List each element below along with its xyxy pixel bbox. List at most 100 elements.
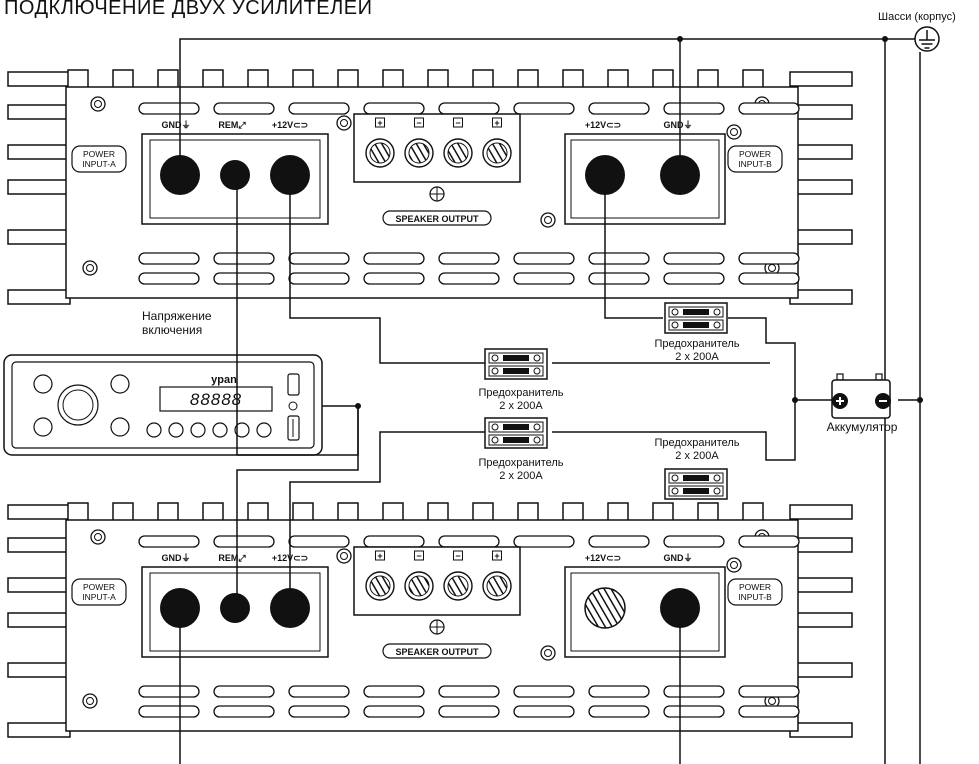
vent-slot [138,685,200,698]
rem-terminal [220,160,250,190]
heat-fin [789,229,853,245]
fuse-screw [533,423,541,431]
heat-fin [7,577,71,593]
speaker-output-label: SPEAKER OUTPUT [395,647,479,657]
power-input-b-tag [727,578,783,606]
vent-slot [213,102,275,115]
vent-slot [213,705,275,718]
fuse-link [503,368,529,374]
terminal-sign-box [453,117,463,128]
vent-slot [663,252,725,265]
vent-slot [513,272,575,285]
vent-slot [738,272,800,285]
heat-fin [789,71,853,87]
power-input-a-tag [71,145,127,173]
vent-slot [288,272,350,285]
screw-icon [544,216,552,224]
vent-slot [438,252,500,265]
fuse-rating: 2 х 200А [675,450,719,462]
head-unit-display [159,386,273,412]
screw-icon [730,561,738,569]
vent-slot [213,272,275,285]
page-title: ПОДКЛЮЧЕНИЕ ДВУХ УСИЛИТЕЛЕЙ [4,0,372,19]
power-input-b-tag-line2: INPUT-B [738,159,772,169]
vent-slot [663,705,725,718]
speaker-terminal-screw [486,575,508,597]
chassis-ground-icon: Шасси (корпус) [878,11,956,52]
vent-slot [213,252,275,265]
vent-slot [363,102,425,115]
vent-slot [588,705,650,718]
heat-fin [789,289,853,305]
vent-slot [663,102,725,115]
terminal-sign-box [375,117,385,128]
terminal-sign: − [455,118,460,128]
power-input-b-tag-line1: POWER [739,149,771,159]
rem-label: REM⤢ [218,553,245,563]
vent-slot [588,252,650,265]
power-input-b-inner [570,139,720,219]
screw-icon [86,264,94,272]
terminal-sign: + [494,118,499,128]
fuse-screw [671,321,679,329]
speaker-output-tag [382,210,492,226]
fuse-screw [671,308,679,316]
vent-slot [288,685,350,698]
vent-slot [663,272,725,285]
plus12v-label-b: +12V⊂⊃ [585,120,621,130]
heat-fin [7,612,71,628]
fuse-link [503,355,529,361]
vent-slot [363,705,425,718]
vent-slot [513,102,575,115]
heat-fin [789,144,853,160]
terminal-sign-box [375,550,385,561]
vent-slot [588,535,650,548]
power-input-b-tag [727,145,783,173]
vent-slot [138,102,200,115]
vent-slot [738,535,800,548]
vent-slot [438,102,500,115]
terminal-sign: + [377,551,382,561]
vent-slot [738,252,800,265]
vent-slot [513,535,575,548]
fuse-screw [713,308,721,316]
fuse-screw [713,321,721,329]
gnd-label-a: GND⏚ [162,553,191,563]
power-input-a-inner [149,572,321,652]
fuse-link [683,488,709,494]
speaker-output-tag [382,643,492,659]
vent-slot [438,685,500,698]
junction-dot [882,36,888,42]
fuse-screw [671,487,679,495]
vent-slot [588,685,650,698]
terminal-sign: + [377,118,382,128]
plus12v-label-a: +12V⊂⊃ [272,120,308,130]
plus12v-terminal [270,588,310,628]
speaker-terminal-screw [408,142,430,164]
terminal-sign-box [453,550,463,561]
speaker-terminal-screw [486,142,508,164]
fuse-link [503,424,529,430]
heat-fin [7,229,71,245]
vent-slot [588,272,650,285]
wires [179,38,921,764]
screw-icon [94,100,102,108]
fuse-screw [533,436,541,444]
gnd-terminal [660,155,700,195]
junction-dot [792,397,798,403]
vent-slot [363,535,425,548]
vent-slot [513,252,575,265]
fuse-screw [533,354,541,362]
vent-slot [438,705,500,718]
gnd-label-b: GND⏚ [664,120,693,130]
fuse-link [503,437,529,443]
fuse-screw [491,423,499,431]
vent-slot [738,685,800,698]
vent-slot [363,272,425,285]
vent-slot [663,685,725,698]
remote-label: Напряжение включения [142,309,215,337]
plus12v-terminal-unused [584,587,626,629]
vent-slot [288,535,350,548]
heat-fin [7,722,71,738]
